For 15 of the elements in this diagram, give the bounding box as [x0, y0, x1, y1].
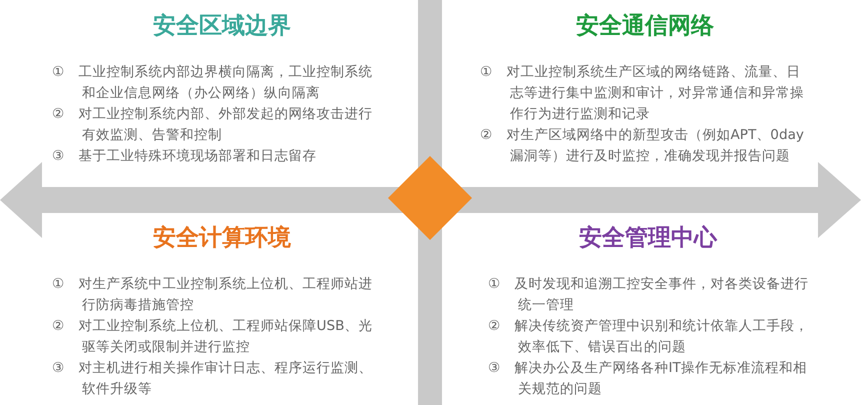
list-item: ③ 解决办公及生产网络各种IT操作无标准流程和相关规范的问题 [488, 359, 808, 399]
list-item: ① 对工业控制系统生产区域的网络链路、流量、日志等进行集中监测和审计，对异常通信和异常操作行为进行监测和记录 [480, 63, 805, 124]
section-title: 安全区域边界 [152, 12, 292, 41]
section-title: 安全计算环境 [152, 224, 292, 253]
list-item: ③ 对主机进行相关操作审计日志、程序运行监测、软件升级等 [52, 359, 374, 399]
list-item: ① 对生产系统中工业控制系统上位机、工程师站进行防病毒措施管控 [52, 275, 374, 315]
list-item: ② 对工业控制系统内部、外部发起的网络攻击进行有效监测、告警和控制 [52, 105, 374, 145]
list-item: ② 对工业控制系统上位机、工程师站保障USB、光驱等关闭或限制并进行监控 [52, 317, 374, 357]
list-item: ② 解决传统资产管理中识别和统计依靠人工手段，效率低下、错误百出的问题 [488, 317, 810, 357]
list-item: ① 工业控制系统内部边界横向隔离，工业控制系统和企业信息网络（办公网络）纵向隔离 [52, 63, 374, 103]
section-title: 安全管理中心 [578, 224, 718, 253]
section-title: 安全通信网络 [575, 12, 715, 41]
list-item: ③ 基于工业特殊环境现场部署和日志留存 [52, 147, 318, 166]
list-item: ① 及时发现和追溯工控安全事件，对各类设备进行统一管理 [488, 275, 810, 315]
list-item: ② 对生产区域网络中的新型攻击（例如APT、0day漏洞等）进行及时监控，准确发现并报告问题 [480, 126, 805, 166]
